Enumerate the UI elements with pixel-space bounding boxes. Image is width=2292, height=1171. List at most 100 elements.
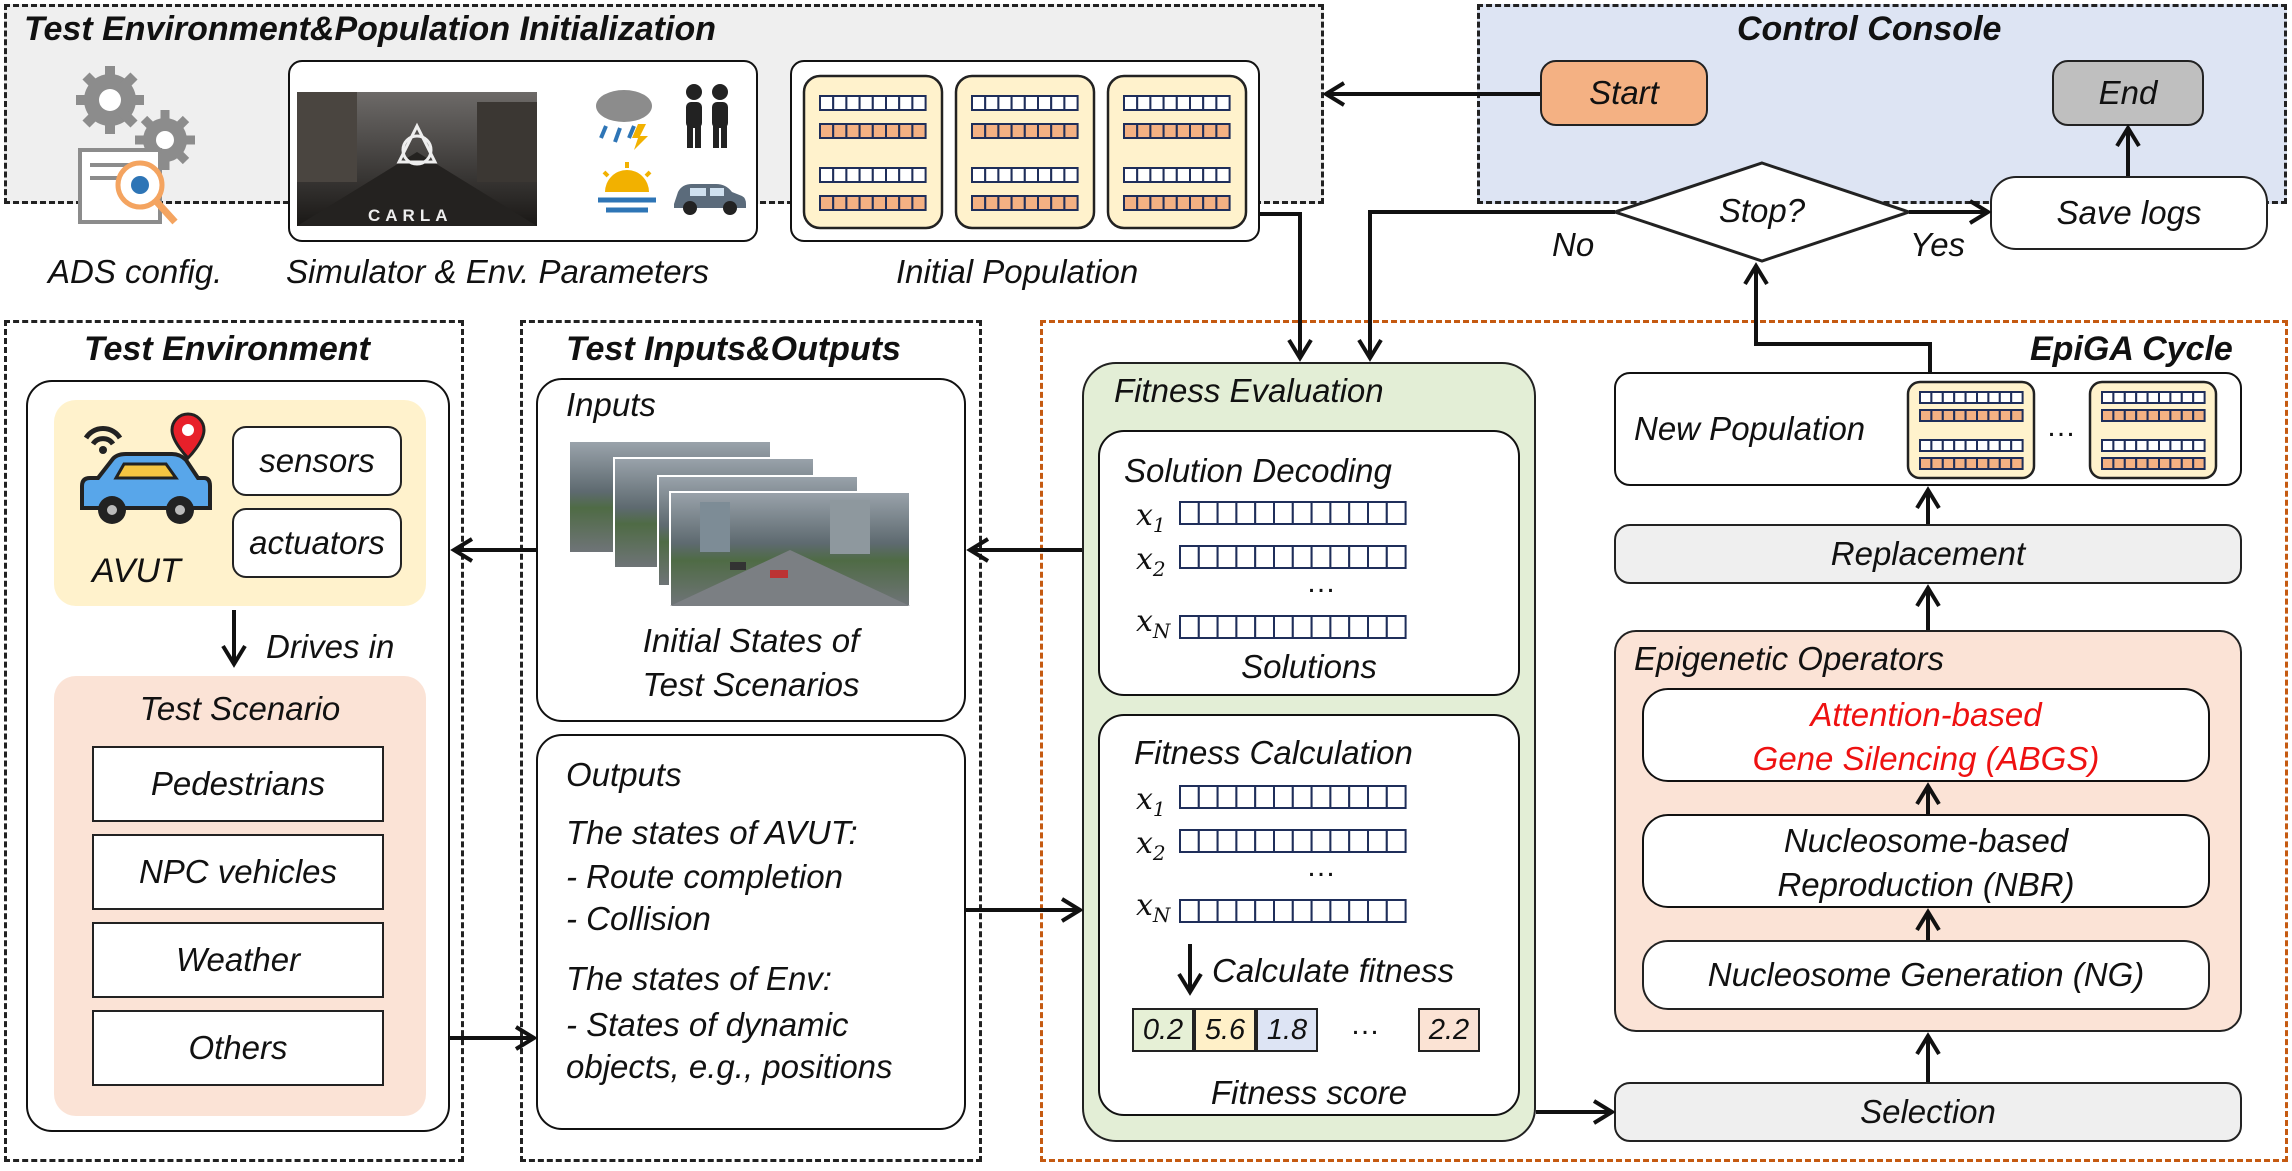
stop-decision-diamond <box>1612 161 1912 263</box>
chromosome-strip <box>2101 457 2206 470</box>
vehicle-icon <box>674 184 746 215</box>
start-label: Start <box>1589 74 1659 111</box>
decoding-ellipsis: … <box>1306 566 1336 599</box>
outputs-box <box>536 734 966 1130</box>
chromosome-strip <box>819 123 927 139</box>
start-button[interactable]: Start <box>1540 60 1708 126</box>
chromosome-strip <box>1919 439 2024 452</box>
env-title: Test Environment <box>84 330 370 368</box>
ng-box: Nucleosome Generation (NG) <box>1642 940 2210 1010</box>
chromosome-strip <box>1919 409 2024 422</box>
epiga-title: EpiGA Cycle <box>2030 330 2233 368</box>
solution-vector <box>1179 501 1407 525</box>
route-completion-label: - Route completion <box>566 858 843 895</box>
sensors-box: sensors <box>232 426 402 496</box>
carla-screenshot <box>297 92 537 226</box>
solution-decoding-title: Solution Decoding <box>1124 452 1392 489</box>
scenario-item-others: Others <box>92 1010 384 1086</box>
fitness-evaluation-title: Fitness Evaluation <box>1114 372 1384 409</box>
dynamic-objects-line2: objects, e.g., positions <box>566 1048 893 1085</box>
chromosome-strip <box>819 167 927 183</box>
var-x2-calc: x2 <box>1136 826 1166 865</box>
fitness-calculation-title: Fitness Calculation <box>1134 734 1413 771</box>
calculate-fitness-label: Calculate fitness <box>1212 952 1455 989</box>
epigenetic-operators-title: Epigenetic Operators <box>1634 640 1945 677</box>
fitness-score-cell: 1.8 <box>1256 1008 1318 1052</box>
chromosome-strip <box>2101 439 2206 452</box>
end-button[interactable]: End <box>2052 60 2204 126</box>
nbr-box <box>1642 814 2210 908</box>
actuators-box: actuators <box>232 508 402 578</box>
scenario-item-npc-vehicles: NPC vehicles <box>92 834 384 910</box>
scenario-item-weather: Weather <box>92 922 384 998</box>
ads-config-icon <box>76 66 195 225</box>
io-title: Test Inputs&Outputs <box>566 330 901 368</box>
ads-config-label: ADS config. <box>48 253 223 290</box>
save-logs-label: Save logs <box>2056 194 2202 231</box>
new-population-label: New Population <box>1634 410 1866 447</box>
calc-ellipsis: … <box>1306 850 1336 883</box>
individual-card <box>954 74 1096 230</box>
individual-card <box>802 74 944 230</box>
sun-icon <box>598 162 656 213</box>
abgs-line2: Gene Silencing (ABGS) <box>1752 740 2100 777</box>
drives-in-label: Drives in <box>266 628 395 665</box>
chromosome-strip <box>1123 167 1231 183</box>
end-label: End <box>2098 74 2158 111</box>
ng-label: Nucleosome Generation (NG) <box>1707 956 2145 993</box>
replacement-label: Replacement <box>1830 535 2026 572</box>
solution-vector <box>1179 899 1407 923</box>
chromosome-strip <box>2101 391 2206 404</box>
init-title: Test Environment&Population Initializati… <box>24 10 716 48</box>
chromosome-strip <box>1919 391 2024 404</box>
carla-logo-text: CARLA <box>368 206 453 225</box>
solutions-label: Solutions <box>1241 648 1377 685</box>
var-x2-decoding: x2 <box>1136 542 1166 581</box>
solution-vector <box>1179 615 1407 639</box>
dynamic-objects-line1: - States of dynamic <box>566 1006 849 1043</box>
nbr-line1: Nucleosome-based <box>1783 822 2069 859</box>
scenario-screenshots <box>570 442 910 607</box>
chromosome-strip <box>971 167 1079 183</box>
yes-label: Yes <box>1910 226 1966 263</box>
solution-vector <box>1179 545 1407 569</box>
var-xn-calc: xN <box>1136 888 1171 927</box>
actuators-label: actuators <box>249 524 385 561</box>
abgs-box <box>1642 688 2210 782</box>
no-label: No <box>1552 226 1595 263</box>
chromosome-strip <box>819 195 927 211</box>
outputs-label: Outputs <box>566 756 682 793</box>
simulator-label: Simulator & Env. Parameters <box>286 253 710 290</box>
solution-vector <box>1179 829 1407 853</box>
env-states-label: The states of Env: <box>566 960 832 997</box>
inputs-label: Inputs <box>566 386 656 423</box>
sensors-label: sensors <box>259 442 375 479</box>
chromosome-strip <box>971 95 1079 111</box>
weather-icon <box>596 90 652 150</box>
avut-states-label: The states of AVUT: <box>566 814 858 851</box>
solution-vector <box>1179 785 1407 809</box>
test-scenario-title: Test Scenario <box>139 690 341 727</box>
arrow-newpop-to-stop <box>1743 262 1932 372</box>
selection-label: Selection <box>1860 1093 1996 1130</box>
abgs-line1: Attention-based <box>1810 696 2042 733</box>
replacement-box: Replacement <box>1614 524 2242 584</box>
nbr-line2: Reproduction (NBR) <box>1777 866 2075 903</box>
pedestrians-icon <box>686 84 728 148</box>
new-population-ellipsis: … <box>2046 410 2076 443</box>
env-section <box>4 320 464 1162</box>
chromosome-strip <box>1123 123 1231 139</box>
new-individual-card <box>1906 380 2036 480</box>
save-logs-box[interactable]: Save logs <box>1990 176 2268 250</box>
score-ellipsis: … <box>1350 1008 1380 1041</box>
selection-box: Selection <box>1614 1082 2242 1142</box>
var-xn-decoding: xN <box>1136 604 1171 643</box>
arrow-pop-to-fitness <box>1260 212 1313 362</box>
initial-population-label: Initial Population <box>896 253 1139 290</box>
fitness-score-cell: 0.2 <box>1132 1008 1194 1052</box>
avut-label: AVUT <box>92 552 181 590</box>
console-title: Control Console <box>1737 10 2002 48</box>
io-section <box>520 320 982 1162</box>
